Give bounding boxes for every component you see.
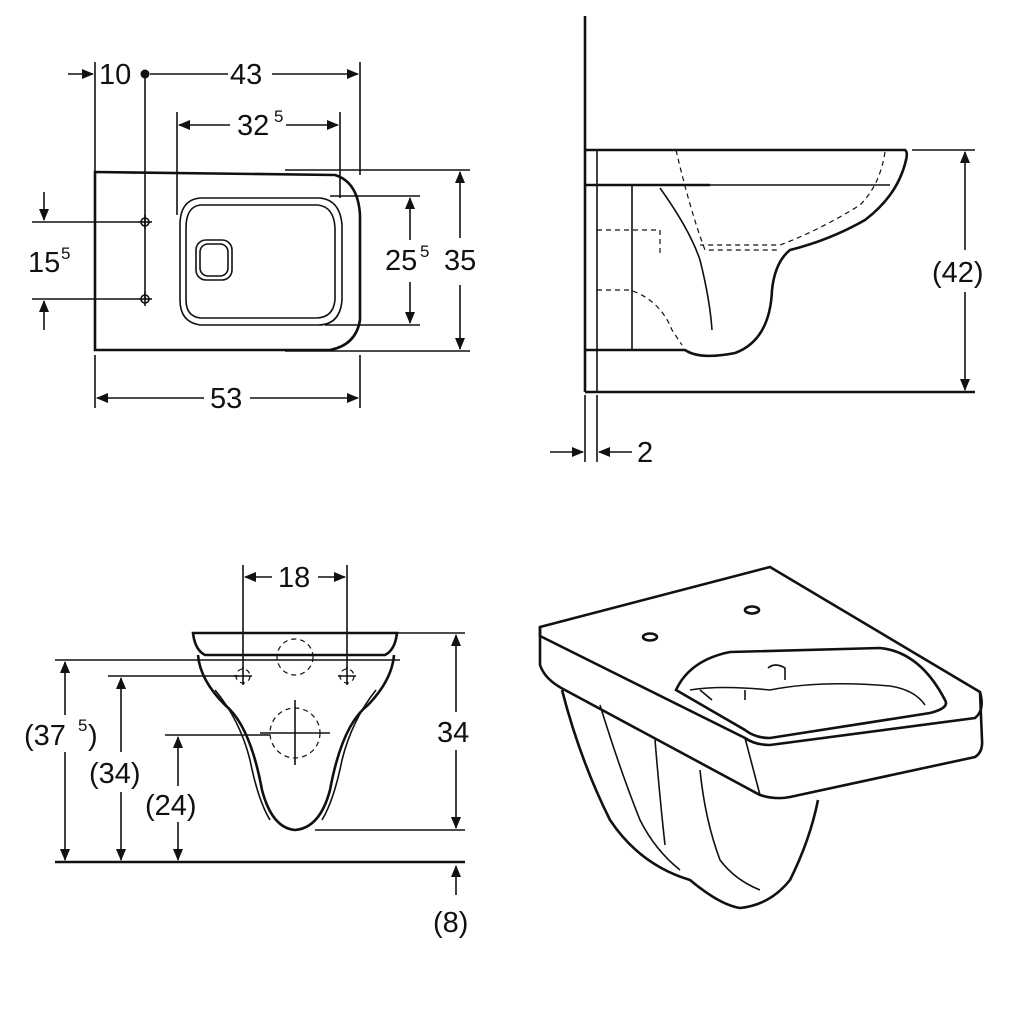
perspective-rim-front bbox=[538, 627, 984, 800]
dim-43-label: 43 bbox=[230, 59, 262, 91]
dim-32-5-label: 32 bbox=[237, 110, 269, 142]
perspective-bowl-body bbox=[560, 689, 820, 910]
top-view-seat-inner bbox=[185, 204, 336, 319]
front-fixing-hole-right bbox=[338, 667, 356, 685]
dim-37-5-sup: 5 bbox=[78, 716, 87, 735]
dim-25-5-label: 25 bbox=[385, 245, 417, 277]
dim-10-label: 10 bbox=[99, 59, 131, 91]
side-view-bowl-profile bbox=[585, 148, 909, 358]
dim-18-label: 18 bbox=[278, 562, 310, 594]
dim-34-paren-label: (34) bbox=[89, 758, 141, 790]
dim-2-label: 2 bbox=[637, 437, 653, 469]
front-view-inlet bbox=[276, 638, 314, 676]
dim-24-label: (24) bbox=[145, 790, 197, 822]
dim-37-5-label: (37 bbox=[24, 720, 66, 752]
dim-53-label: 53 bbox=[210, 383, 242, 415]
top-view-seat-opening bbox=[179, 197, 343, 326]
dim-15-5-sup: 5 bbox=[61, 244, 70, 263]
dim-32-5-sup: 5 bbox=[274, 107, 283, 126]
perspective-rim-top bbox=[538, 565, 983, 747]
front-view-bowl-body bbox=[196, 654, 396, 832]
dim-15-5-label: 15 bbox=[28, 247, 60, 279]
perspective-view bbox=[538, 565, 984, 910]
perspective-seat-opening bbox=[674, 646, 948, 740]
top-view-drain bbox=[195, 239, 233, 281]
dim-34-label: 34 bbox=[437, 717, 469, 749]
dim-35-label: 35 bbox=[444, 245, 476, 277]
dim-42-label: (42) bbox=[932, 257, 984, 289]
front-view-rim bbox=[191, 631, 399, 657]
front-view: 18 (37 5 ) (34) (24) 34 (8) bbox=[24, 562, 469, 939]
dim-37-5-close: ) bbox=[88, 720, 98, 752]
top-view: 10 43 32 5 15 5 25 5 35 53 bbox=[28, 59, 476, 415]
dim-25-5-sup: 5 bbox=[420, 242, 429, 261]
dim-8-label: (8) bbox=[433, 907, 468, 939]
perspective-hole-right bbox=[743, 605, 761, 615]
top-view-drain-inner bbox=[199, 243, 229, 277]
perspective-hole-left bbox=[641, 632, 659, 642]
top-view-bowl-outline bbox=[93, 170, 362, 352]
side-view: (42) 2 bbox=[550, 16, 984, 469]
